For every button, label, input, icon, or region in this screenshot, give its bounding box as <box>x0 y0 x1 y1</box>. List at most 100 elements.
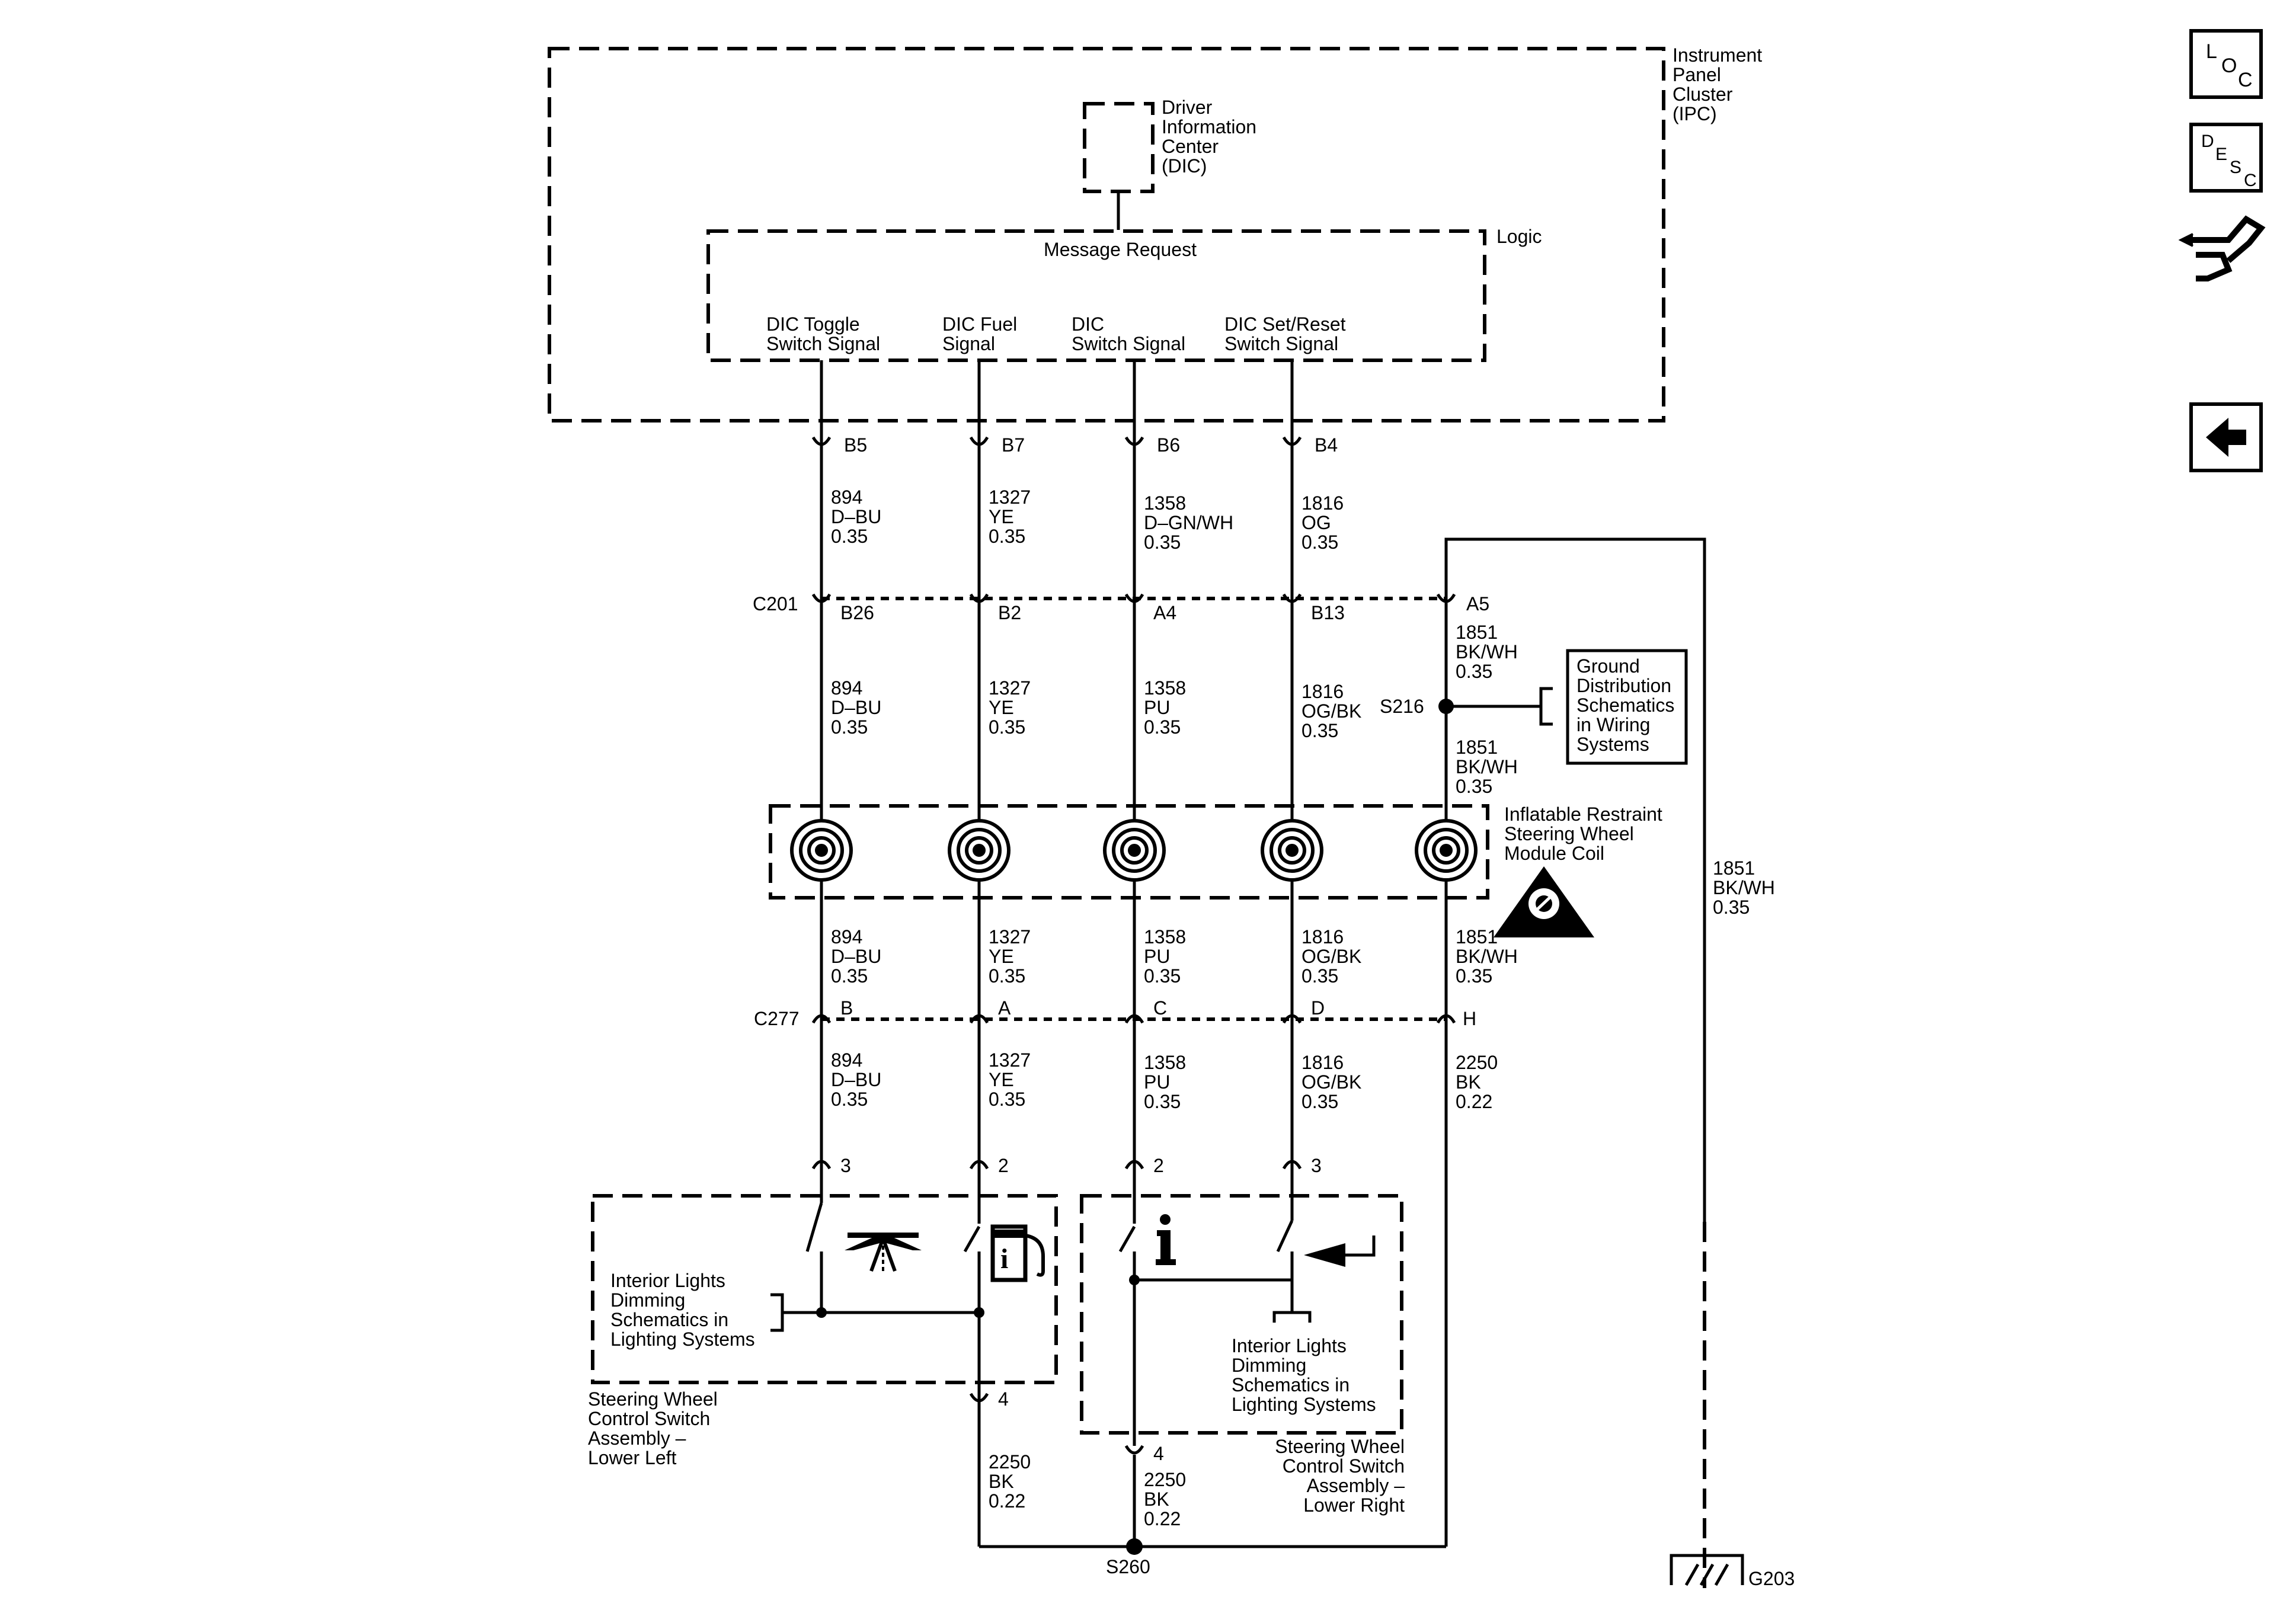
ipc-connector-marks <box>811 436 1302 446</box>
svg-text:Switch Signal: Switch Signal <box>766 333 880 354</box>
svg-text:OG/BK: OG/BK <box>1302 1071 1361 1093</box>
svg-text:2: 2 <box>998 1155 1009 1176</box>
svg-text:B2: B2 <box>998 602 1021 623</box>
svg-text:0.22: 0.22 <box>1144 1508 1181 1529</box>
svg-text:1851: 1851 <box>1713 857 1755 879</box>
svg-text:894: 894 <box>831 1049 862 1071</box>
dic-box <box>1083 102 1155 193</box>
svg-text:C: C <box>2244 171 2257 190</box>
svg-text:Systems: Systems <box>1576 734 1649 755</box>
wire-labels-seg1: 894 D–BU 0.35 1327 YE 0.35 1358 D–GN/WH … <box>831 486 1344 553</box>
left-switch-name: Steering Wheel Control Switch Assembly –… <box>588 1388 718 1468</box>
svg-text:Distribution: Distribution <box>1576 675 1671 696</box>
loc-button[interactable]: L O C <box>2189 29 2263 99</box>
svg-text:0.35: 0.35 <box>989 1089 1025 1110</box>
svg-text:L: L <box>2206 40 2217 63</box>
svg-text:E: E <box>2215 145 2227 164</box>
right-ground-wire-label: 2250 BK 0.22 <box>1144 1469 1186 1529</box>
svg-text:0.35: 0.35 <box>989 716 1025 738</box>
svg-text:894: 894 <box>831 926 862 948</box>
svg-text:1358: 1358 <box>1144 926 1186 948</box>
message-request-label: Message Request <box>1044 239 1197 260</box>
desc-button[interactable]: D E S C <box>2189 123 2263 193</box>
svg-text:PU: PU <box>1144 946 1170 967</box>
svg-text:2250: 2250 <box>989 1451 1031 1473</box>
svg-text:D: D <box>1311 997 1325 1019</box>
fuel-info-icon: i <box>990 1224 1045 1282</box>
svg-text:BK/WH: BK/WH <box>1456 641 1518 662</box>
svg-text:Assembly –: Assembly – <box>1307 1475 1405 1496</box>
left-ground-pin-mark <box>969 1393 989 1403</box>
svg-text:Dimming: Dimming <box>610 1289 685 1311</box>
left-ground-wire-label: 2250 BK 0.22 <box>989 1451 1031 1512</box>
svg-text:3: 3 <box>1311 1155 1322 1176</box>
svg-text:Switch Signal: Switch Signal <box>1072 333 1185 354</box>
svg-text:0.22: 0.22 <box>989 1490 1025 1512</box>
svg-text:Module Coil: Module Coil <box>1504 843 1604 864</box>
ground-wire-1851 <box>979 537 1706 1548</box>
svg-text:Lighting Systems: Lighting Systems <box>1232 1394 1376 1415</box>
svg-text:0.35: 0.35 <box>831 1089 868 1110</box>
svg-text:Cluster: Cluster <box>1673 84 1733 105</box>
svg-text:Assembly –: Assembly – <box>588 1427 686 1449</box>
ipc-label: Instrument Panel Cluster (IPC) <box>1673 44 1762 124</box>
back-button[interactable] <box>2189 402 2263 472</box>
coil-2 <box>948 819 1011 882</box>
svg-text:1851: 1851 <box>1456 737 1498 758</box>
svg-text:BK: BK <box>989 1471 1014 1492</box>
svg-text:Driver: Driver <box>1162 97 1213 118</box>
svg-text:Schematics in: Schematics in <box>610 1309 728 1330</box>
svg-text:Steering Wheel: Steering Wheel <box>588 1388 718 1410</box>
svg-text:DIC: DIC <box>1072 313 1104 335</box>
wire-labels-seg3: 894 D–BU 0.35 1327 YE 0.35 1358 PU 0.35 … <box>831 926 1361 987</box>
svg-text:A4: A4 <box>1153 602 1176 623</box>
s216-label: S216 <box>1380 696 1424 717</box>
svg-text:0.35: 0.35 <box>1144 716 1181 738</box>
svg-text:Center: Center <box>1162 136 1219 157</box>
svg-text:0.35: 0.35 <box>831 965 868 987</box>
splice-s260 <box>1126 1538 1143 1555</box>
svg-text:C: C <box>1153 997 1167 1019</box>
svg-text:A5: A5 <box>1466 593 1489 614</box>
svg-text:BK: BK <box>1144 1489 1169 1510</box>
svg-text:S: S <box>2230 158 2241 177</box>
svg-text:3: 3 <box>840 1155 851 1176</box>
svg-text:BK/WH: BK/WH <box>1713 877 1775 898</box>
svg-text:B7: B7 <box>1002 434 1025 456</box>
info-icon <box>1156 1214 1176 1265</box>
svg-text:O: O <box>2221 55 2237 77</box>
svg-text:2: 2 <box>1153 1155 1164 1176</box>
connector-view-icon[interactable] <box>2178 215 2266 281</box>
svg-text:0.35: 0.35 <box>1456 776 1492 797</box>
svg-text:Ground: Ground <box>1576 655 1640 677</box>
ground-g203-icon <box>1670 1554 1744 1586</box>
svg-text:C: C <box>2238 69 2253 91</box>
c277-marks <box>811 1014 1456 1024</box>
enter-arrow-icon <box>1304 1235 1376 1267</box>
right-ref-bracket <box>1272 1311 1312 1323</box>
left-ground-pin: 4 <box>998 1388 1009 1410</box>
c201-label: C201 <box>753 593 798 614</box>
svg-text:D–BU: D–BU <box>831 506 881 527</box>
coil-5 <box>1415 819 1478 882</box>
svg-text:D–BU: D–BU <box>831 946 881 967</box>
svg-text:1358: 1358 <box>1144 677 1186 699</box>
svg-text:0.35: 0.35 <box>989 965 1025 987</box>
svg-text:Control Switch: Control Switch <box>588 1408 710 1429</box>
svg-text:DIC Toggle: DIC Toggle <box>766 313 860 335</box>
svg-text:1358: 1358 <box>1144 492 1186 514</box>
right-switch-box <box>1080 1194 1403 1435</box>
coil-4 <box>1261 819 1323 882</box>
svg-text:0.35: 0.35 <box>831 526 868 547</box>
svg-text:B26: B26 <box>840 602 874 623</box>
svg-text:BK/WH: BK/WH <box>1456 946 1518 967</box>
signal-labels: DIC Toggle Switch Signal DIC Fuel Signal… <box>766 313 1346 354</box>
svg-text:BK: BK <box>1456 1071 1481 1093</box>
svg-text:Schematics in: Schematics in <box>1232 1374 1350 1395</box>
svg-text:1327: 1327 <box>989 1049 1031 1071</box>
right-switches <box>1118 1219 1294 1446</box>
svg-text:Dimming: Dimming <box>1232 1355 1306 1376</box>
svg-text:0.35: 0.35 <box>1144 1091 1181 1112</box>
clockspring-box <box>769 804 1489 900</box>
